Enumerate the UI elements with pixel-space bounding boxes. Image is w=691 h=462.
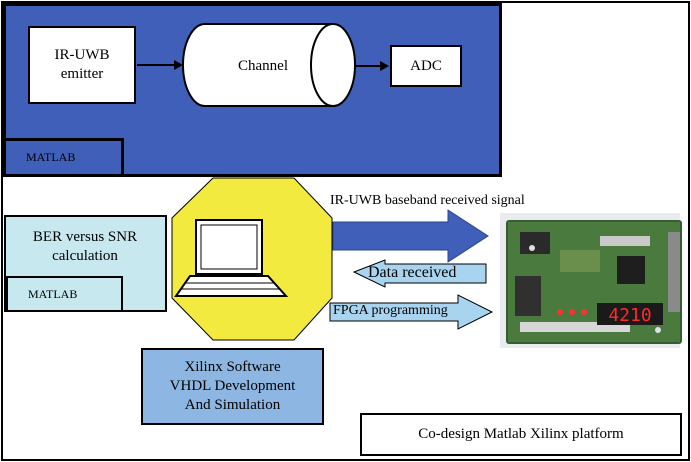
xilinx-software-box: Xilinx Software VHDL Development And Sim… — [141, 348, 324, 425]
ir-uwb-emitter-box: IR-UWB emitter — [28, 26, 136, 104]
xilinx-line-2: VHDL Development — [169, 378, 296, 394]
emitter-label-line1: IR-UWB — [54, 47, 110, 63]
platform-label-text: Co-design Matlab Xilinx platform — [418, 426, 624, 442]
received-signal-arrow — [332, 209, 489, 263]
emitter-label-line2: emitter — [60, 66, 104, 82]
channel-text: Channel — [238, 57, 288, 74]
fpga-programming-arrow — [329, 294, 494, 330]
xilinx-line-1: Xilinx Software — [184, 359, 281, 375]
data-received-arrow — [352, 259, 487, 288]
matlab-bottom-tag: MATLAB — [6, 276, 123, 312]
fpga-seven-segment-text: 4210 — [608, 305, 651, 326]
platform-label-box: Co-design Matlab Xilinx platform — [360, 413, 682, 456]
emitter-to-channel-arrowhead — [174, 60, 183, 70]
channel-cylinder-end — [310, 23, 334, 107]
channel-label: Channel — [198, 48, 328, 84]
channel-to-adc-arrowhead — [380, 61, 389, 71]
fpga-board-image: 4210 — [500, 213, 682, 348]
xilinx-line-3: And Simulation — [184, 397, 281, 413]
ber-label: BER versus SNR calculation — [32, 229, 138, 264]
data-received-label: Data received — [368, 264, 457, 281]
adc-box: ADC — [390, 45, 462, 87]
matlab-top-tag: MATLAB — [3, 138, 124, 177]
matlab-top-text: MATLAB — [26, 150, 76, 164]
adc-text: ADC — [410, 57, 442, 74]
received-signal-label: IR-UWB baseband received signal — [330, 193, 525, 208]
matlab-bottom-text: MATLAB — [28, 286, 78, 301]
fpga-programming-label: FPGA programming — [333, 303, 448, 318]
laptop-icon — [174, 219, 289, 297]
